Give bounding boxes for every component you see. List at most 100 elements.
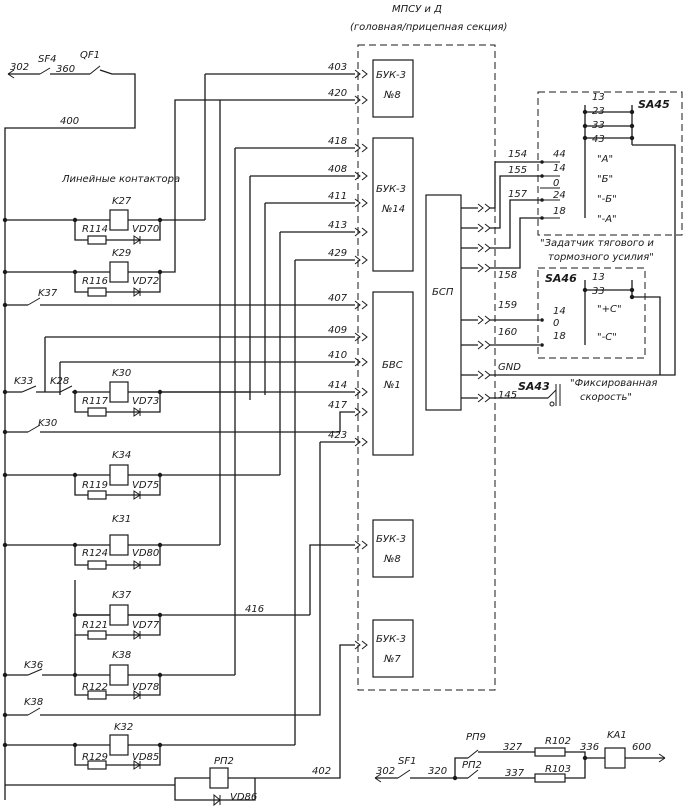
block-buk3-14	[372, 137, 414, 272]
switch-k37a: K37	[5, 288, 58, 306]
sa45-caption-2: тормозного усилия"	[548, 252, 654, 263]
wire-360: 360	[56, 64, 75, 75]
svg-text:43: 43	[592, 134, 605, 145]
svg-text:K33: K33	[14, 376, 33, 387]
relay-rp2: РП2 VD86 402	[5, 756, 331, 807]
switches-k36-k38b: K36 K38	[5, 660, 75, 716]
svg-text:VD80: VD80	[132, 548, 159, 559]
wire-418: 418	[328, 136, 347, 147]
svg-text:VD77: VD77	[132, 620, 160, 631]
buk2-num: №14	[381, 204, 405, 215]
svg-text:R119: R119	[82, 480, 108, 491]
buk4-num: №7	[383, 654, 401, 665]
wire-420: 420	[328, 88, 347, 99]
wire-414: 414	[328, 380, 347, 391]
svg-text:"Б": "Б"	[597, 174, 613, 185]
bsp-out-157: 157	[508, 189, 528, 200]
svg-text:"Фиксированная: "Фиксированная	[570, 378, 657, 389]
wire-408: 408	[328, 164, 347, 175]
svg-text:"-А": "-А"	[597, 214, 617, 225]
svg-text:VD85: VD85	[132, 752, 159, 763]
svg-text:VD75: VD75	[132, 480, 159, 491]
svg-text:337: 337	[505, 768, 525, 779]
switches-k33-k28: K33 K28	[5, 376, 75, 393]
wire-411: 411	[328, 191, 347, 202]
svg-text:K37: K37	[112, 590, 132, 601]
svg-text:K30: K30	[38, 418, 57, 429]
svg-text:44: 44	[553, 149, 566, 160]
svg-text:600: 600	[632, 742, 651, 753]
switch-sa43: SA43 "Фиксированная скорость"	[518, 378, 657, 407]
svg-text:K31: K31	[112, 514, 131, 525]
svg-text:13: 13	[592, 272, 605, 283]
svg-text:VD73: VD73	[132, 396, 159, 407]
block-buk3-8-lower	[372, 519, 414, 578]
svg-text:K38: K38	[24, 697, 43, 708]
svg-text:18: 18	[553, 206, 566, 217]
mpsu-outline	[357, 44, 496, 691]
svg-text:R117: R117	[82, 396, 109, 407]
bsp-out-gnd: GND	[498, 362, 521, 373]
sa46-name: SA46	[545, 272, 577, 285]
svg-text:"-С": "-С"	[597, 332, 617, 343]
buk4-name: БУК-3	[376, 634, 406, 645]
svg-text:K29: K29	[112, 248, 131, 259]
svg-text:SA43: SA43	[518, 380, 550, 393]
svg-text:K38: K38	[112, 650, 131, 661]
svg-text:0: 0	[553, 178, 559, 189]
qf1-label: QF1	[80, 50, 100, 61]
svg-text:РП2: РП2	[214, 756, 234, 767]
svg-text:"А": "А"	[597, 154, 613, 165]
block-buk3-8	[372, 59, 414, 118]
svg-text:R124: R124	[82, 548, 108, 559]
wire-417: 417	[328, 400, 348, 411]
junction-dots	[2, 217, 163, 748]
wire-429: 429	[328, 248, 347, 259]
svg-text:14: 14	[553, 306, 566, 317]
svg-text:336: 336	[580, 742, 599, 753]
svg-text:KA1: KA1	[607, 730, 627, 741]
svg-text:K37: K37	[38, 288, 58, 299]
svg-text:SF1: SF1	[398, 756, 416, 767]
svg-text:VD86: VD86	[230, 792, 257, 803]
svg-text:13: 13	[592, 92, 605, 103]
svg-text:R121: R121	[82, 620, 108, 631]
svg-text:24: 24	[553, 190, 566, 201]
bsp-out-145: 145	[498, 390, 517, 401]
contactor-k29: K29 R116 VD72	[5, 99, 220, 297]
sa45-outline	[537, 91, 683, 236]
connector-chevrons	[354, 69, 368, 650]
sa46-contacts: 13 33 14 0 18 "+С" "-С"	[540, 272, 635, 347]
contactor-k38: K38 R122 VD78	[74, 650, 235, 700]
svg-text:320: 320	[428, 766, 447, 777]
svg-text:0: 0	[553, 318, 559, 329]
contactor-k32: K32 R129 VD85	[5, 722, 295, 770]
contactor-k27: K27 R114 VD70	[5, 196, 205, 245]
svg-text:K34: K34	[112, 450, 131, 461]
bsp-out-158: 158	[498, 270, 517, 281]
svg-text:K28: K28	[50, 376, 69, 387]
block-buk3-7	[372, 619, 414, 678]
bottom-right-circuit: 302 SF1 320 РП9 РП2 327 337 R102 R103 33…	[374, 730, 666, 783]
svg-text:VD70: VD70	[132, 224, 159, 235]
block-bsp	[425, 194, 462, 411]
svg-text:18: 18	[553, 331, 566, 342]
bvs-name: БВС	[382, 360, 403, 371]
sf4-label: SF4	[38, 54, 56, 65]
svg-text:K27: K27	[112, 196, 132, 207]
bsp-out-160: 160	[498, 327, 517, 338]
buk2-name: БУК-3	[376, 184, 406, 195]
sa46-outline	[537, 267, 646, 359]
svg-text:23: 23	[592, 106, 605, 117]
svg-text:K36: K36	[24, 660, 43, 671]
caption-line-contactors: Линейные контактора	[61, 174, 180, 185]
svg-text:R114: R114	[82, 224, 108, 235]
svg-text:R122: R122	[82, 682, 108, 693]
svg-text:VD72: VD72	[132, 276, 159, 287]
wire-413: 413	[328, 220, 347, 231]
bsp-out-155: 155	[508, 165, 527, 176]
svg-text:VD78: VD78	[132, 682, 159, 693]
svg-text:33: 33	[592, 286, 605, 297]
wire-407: 407	[328, 293, 348, 304]
